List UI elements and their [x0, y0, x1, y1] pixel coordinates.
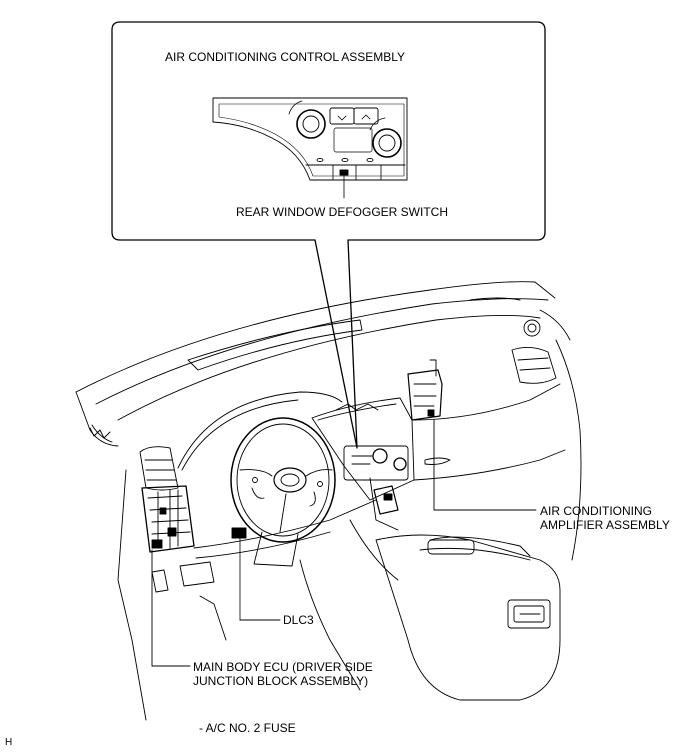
ac-control-assembly-label: AIR CONDITIONING CONTROL ASSEMBLY: [165, 50, 406, 64]
ac-control-panel: [212, 97, 408, 199]
dlc3-label: DLC3: [283, 613, 314, 627]
main-body-ecu-label-line1: MAIN BODY ECU (DRIVER SIDE: [193, 660, 373, 674]
leader-lines: [151, 419, 537, 667]
ac-amplifier-label-line2: AMPLIFIER ASSEMBLY: [540, 518, 670, 532]
vehicle-interior-drawing: [75, 281, 582, 721]
fuse-note-label: - A/C NO. 2 FUSE: [199, 721, 296, 735]
main-body-ecu-label-line2: JUNCTION BLOCK ASSEMBLY): [193, 674, 369, 688]
rear-defogger-switch-label: REAR WINDOW DEFOGGER SWITCH: [236, 205, 448, 219]
ac-amplifier-label-line1: AIR CONDITIONING: [540, 504, 653, 518]
corner-mark: H: [5, 737, 13, 748]
callout-box: [111, 21, 546, 449]
